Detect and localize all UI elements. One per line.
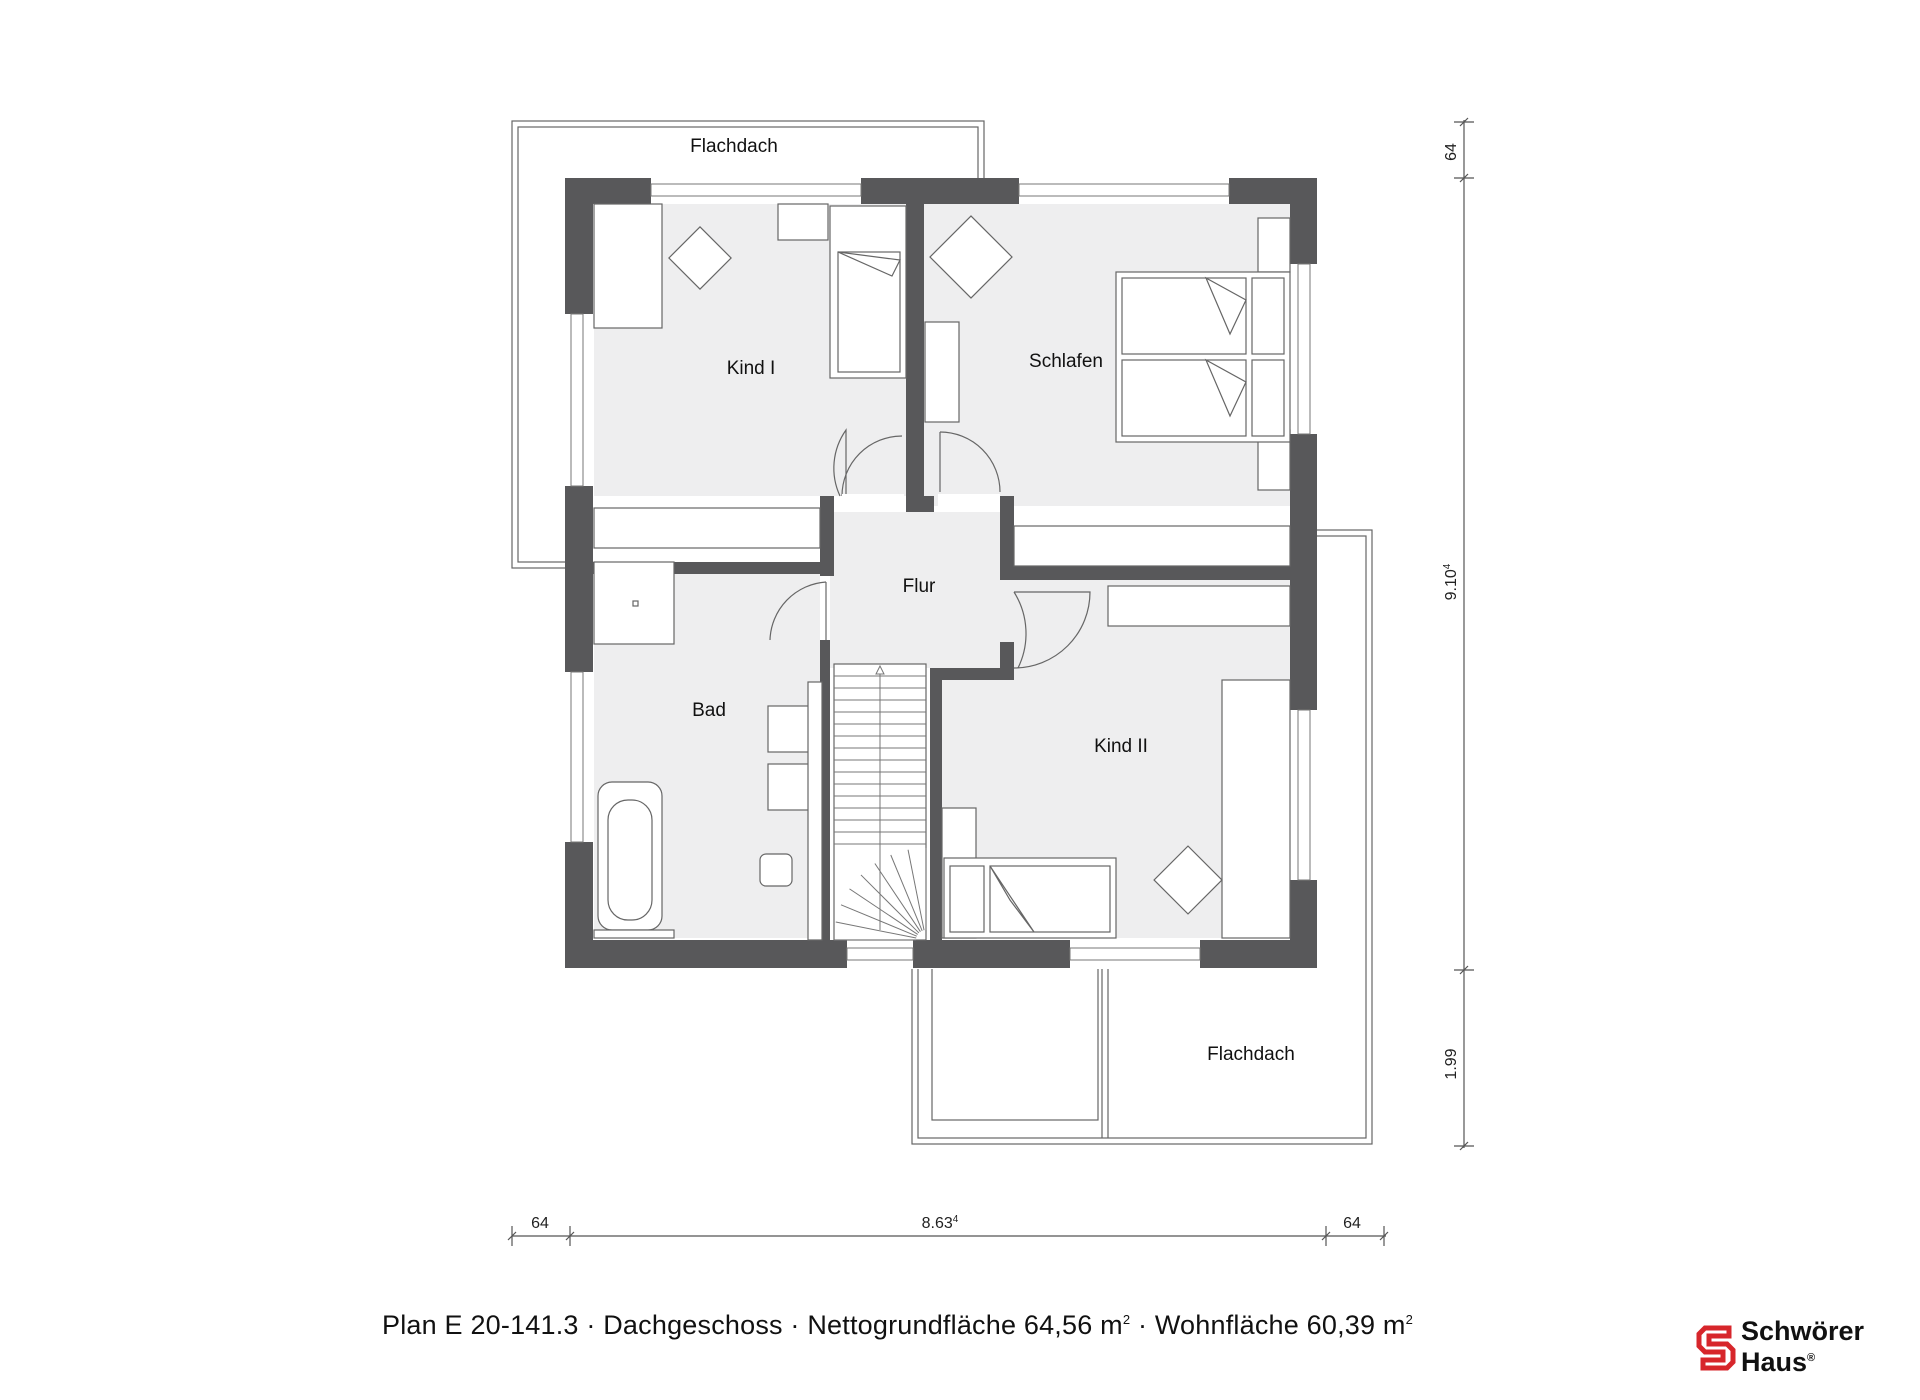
dimension-chain-horizontal: 64 8.634 64 [507, 1214, 1389, 1246]
beds [829, 205, 1291, 939]
staircase [833, 663, 927, 941]
bed-kind-2 [943, 857, 1117, 939]
bathroom-fixtures [593, 561, 823, 941]
walls [565, 178, 1317, 968]
label-flachdach-bottom: Flachdach [1207, 1044, 1295, 1065]
label-kind-2: Kind II [1094, 736, 1148, 757]
logo-line-1: Schwörer [1741, 1316, 1865, 1346]
door-swings [769, 428, 1091, 669]
logo-line-2: Haus® [1741, 1347, 1816, 1377]
schwoerer-haus-logo: Schwörer Haus® [1695, 1318, 1905, 1378]
logo-s-icon [1696, 1325, 1736, 1371]
label-schlafen: Schlafen [1029, 351, 1103, 372]
toilet [759, 853, 793, 887]
dim-bottom-left: 64 [531, 1215, 549, 1232]
label-flur: Flur [903, 576, 936, 597]
caption-sup-1: 2 [1122, 1312, 1131, 1327]
caption-text-1: Plan E 20-141.3 · Dachgeschoss · Nettogr… [382, 1310, 1123, 1340]
dim-bottom-right: 64 [1343, 1215, 1361, 1232]
sink-2 [767, 763, 811, 811]
dim-bottom-main: 8.634 [922, 1214, 959, 1232]
dimension-chain-vertical: 64 9.104 1.99 [1442, 117, 1474, 1151]
cupboards [593, 203, 1291, 939]
caption-sup-2: 2 [1405, 1312, 1414, 1327]
dim-right-bottom: 1.99 [1443, 1048, 1460, 1079]
plan-caption: Plan E 20-141.3 · Dachgeschoss · Nettogr… [382, 1310, 1413, 1341]
bed-kind-1 [829, 205, 907, 379]
label-kind-1: Kind I [727, 358, 776, 379]
dim-right-top: 64 [1443, 143, 1460, 161]
label-bad: Bad [692, 700, 726, 721]
sink-1 [767, 705, 811, 753]
dim-right-main: 9.104 [1442, 563, 1460, 600]
chairs [668, 215, 1223, 915]
room-labels: Flachdach Kind I Schlafen Flur Bad Kind … [690, 136, 1295, 1065]
caption-text-2: · Wohnfläche 60,39 m [1130, 1310, 1406, 1340]
bed-schlafen [1115, 271, 1291, 443]
label-flachdach-top: Flachdach [690, 136, 778, 157]
